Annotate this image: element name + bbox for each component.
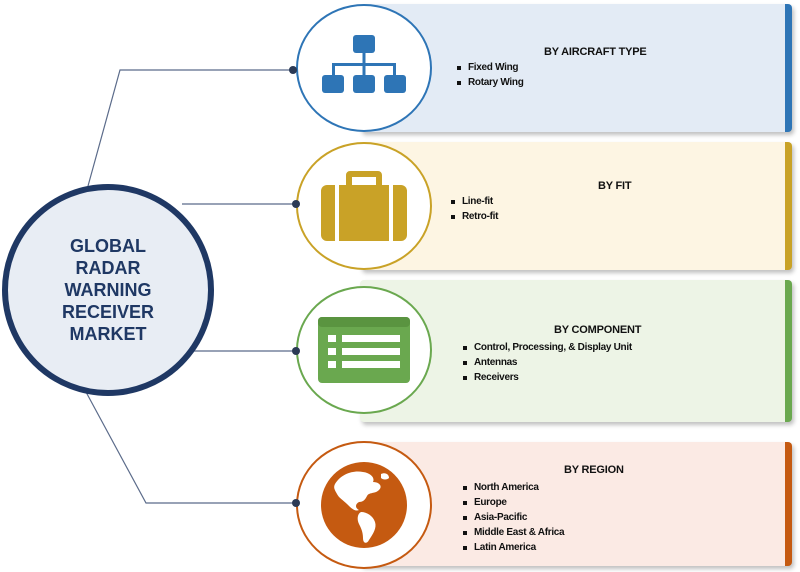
connector-aircraft — [87, 69, 294, 187]
aircraft-type-icon-circle — [296, 4, 432, 132]
list-item: Rotary Wing — [456, 75, 524, 90]
connector-dot-fit — [292, 200, 300, 208]
briefcase-icon — [321, 171, 407, 241]
center-circle: GLOBAL RADAR WARNING RECEIVER MARKET — [2, 184, 214, 396]
fit-icon-circle — [296, 142, 432, 270]
connector-dot-component — [292, 347, 300, 355]
list-item: North America — [462, 480, 564, 495]
list-item: Asia-Pacific — [462, 510, 564, 525]
hierarchy-icon — [322, 35, 406, 93]
panel-aircraft-type: BY AIRCRAFT TYPE Fixed Wing Rotary Wing — [360, 4, 792, 132]
list-item: Europe — [462, 495, 564, 510]
list-window-icon — [318, 317, 410, 383]
connector-dot-aircraft — [289, 66, 297, 74]
panel-title-fit: BY FIT — [598, 180, 632, 192]
aircraft-type-list: Fixed Wing Rotary Wing — [456, 60, 524, 90]
list-item: Line-fit — [450, 194, 498, 209]
panel-title-aircraft-type: BY AIRCRAFT TYPE — [544, 46, 647, 58]
list-item: Fixed Wing — [456, 60, 524, 75]
connector-region — [85, 391, 296, 504]
connector-dot-region — [292, 499, 300, 507]
center-title: GLOBAL RADAR WARNING RECEIVER MARKET — [61, 236, 155, 344]
panel-component: BY COMPONENT Control, Processing, & Disp… — [360, 280, 792, 422]
list-item: Antennas — [462, 355, 632, 370]
list-item: Latin America — [462, 540, 564, 555]
list-item: Retro-fit — [450, 209, 498, 224]
panel-title-component: BY COMPONENT — [554, 324, 642, 336]
globe-icon — [321, 462, 407, 548]
component-list: Control, Processing, & Display Unit Ante… — [462, 340, 632, 385]
list-item: Control, Processing, & Display Unit — [462, 340, 632, 355]
panel-region: BY REGION North America Europe Asia-Paci… — [360, 442, 792, 566]
component-icon-circle — [296, 286, 432, 414]
panel-fit: BY FIT Line-fit Retro-fit — [360, 142, 792, 270]
panel-title-region: BY REGION — [564, 464, 624, 476]
list-item: Receivers — [462, 370, 632, 385]
region-list: North America Europe Asia-Pacific Middle… — [462, 480, 565, 555]
fit-list: Line-fit Retro-fit — [450, 194, 498, 224]
list-item: Middle East & Africa — [462, 525, 565, 540]
region-icon-circle — [296, 441, 432, 569]
